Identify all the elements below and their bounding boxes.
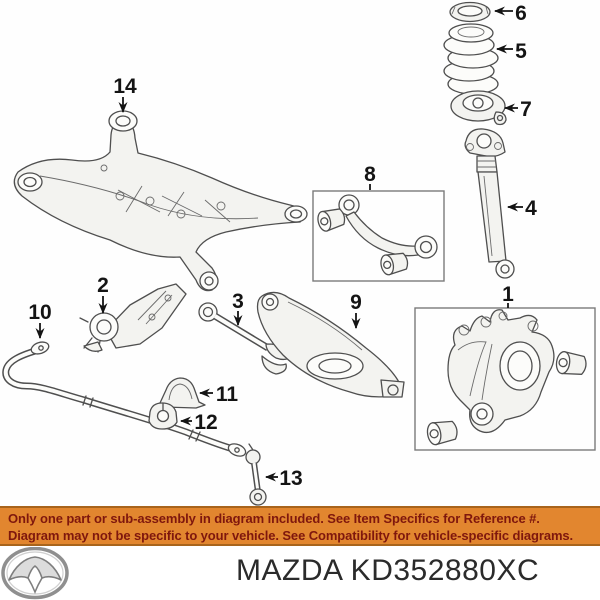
footer: MAZDA KD352880XC <box>0 546 600 600</box>
upper-control-arm-drawing <box>338 194 438 259</box>
callout-7: 7 <box>504 98 532 121</box>
stabilizer-link-drawing <box>245 443 267 506</box>
bushing-drawing <box>317 208 346 232</box>
callout-2: 2 <box>97 274 109 314</box>
callout-1-label: 1 <box>502 283 514 306</box>
stabilizer-bar-drawing <box>2 341 247 457</box>
upper-control-arm-box <box>312 190 445 282</box>
upper-spring-seat-drawing <box>449 1 491 23</box>
disclaimer-banner: Only one part or sub-assembly in diagram… <box>0 506 600 546</box>
coil-spring-drawing <box>443 23 499 95</box>
rear-suspension-diagram: 14 6 5 7 4 8 1 2 3 9 10 11 <box>2 1 596 506</box>
disclaimer-line-1: Only one part or sub-assembly in diagram… <box>8 511 540 526</box>
lower-control-arm-drawing <box>256 291 405 398</box>
callout-1: 1 <box>502 283 514 308</box>
callout-5: 5 <box>496 40 527 63</box>
bushing-drawing <box>426 420 458 446</box>
spring-mount-drawing <box>450 90 507 126</box>
stabilizer-bracket-drawing <box>155 377 206 409</box>
callout-8: 8 <box>364 163 376 190</box>
callout-8-label: 8 <box>364 163 376 186</box>
knuckle-box <box>414 307 596 451</box>
callout-2-label: 2 <box>97 274 109 297</box>
callout-12: 12 <box>180 411 218 434</box>
shock-absorber-drawing <box>464 128 515 279</box>
knuckle-drawing <box>447 309 555 434</box>
callout-9: 9 <box>350 291 362 329</box>
callout-10-label: 10 <box>28 301 51 324</box>
callout-3-label: 3 <box>232 290 244 313</box>
disclaimer-line-2: Diagram may not be specific to your vehi… <box>8 528 574 543</box>
callout-7-label: 7 <box>520 98 532 121</box>
subframe-drawing <box>13 110 308 292</box>
callout-3: 3 <box>232 290 244 326</box>
bushing-drawing <box>555 351 587 375</box>
stabilizer-bushing-drawing <box>148 402 178 430</box>
callout-11-label: 11 <box>216 383 239 406</box>
callout-6: 6 <box>494 2 527 25</box>
mazda-logo-icon <box>1 547 69 600</box>
callout-13: 13 <box>265 467 303 490</box>
callout-12-label: 12 <box>194 411 217 434</box>
callout-9-label: 9 <box>350 291 362 314</box>
trailing-arm-drawing <box>79 283 187 353</box>
callout-6-label: 6 <box>515 2 527 25</box>
part-number-text: MAZDA KD352880XC <box>236 554 540 587</box>
callout-5-label: 5 <box>515 40 527 63</box>
callout-14: 14 <box>113 75 137 113</box>
callout-11: 11 <box>199 383 239 406</box>
callout-10: 10 <box>28 301 52 339</box>
callout-14-label: 14 <box>113 75 137 98</box>
bushing-drawing <box>380 252 409 276</box>
callout-13-label: 13 <box>279 467 302 490</box>
callout-4-label: 4 <box>525 197 537 220</box>
callout-4: 4 <box>507 197 537 220</box>
